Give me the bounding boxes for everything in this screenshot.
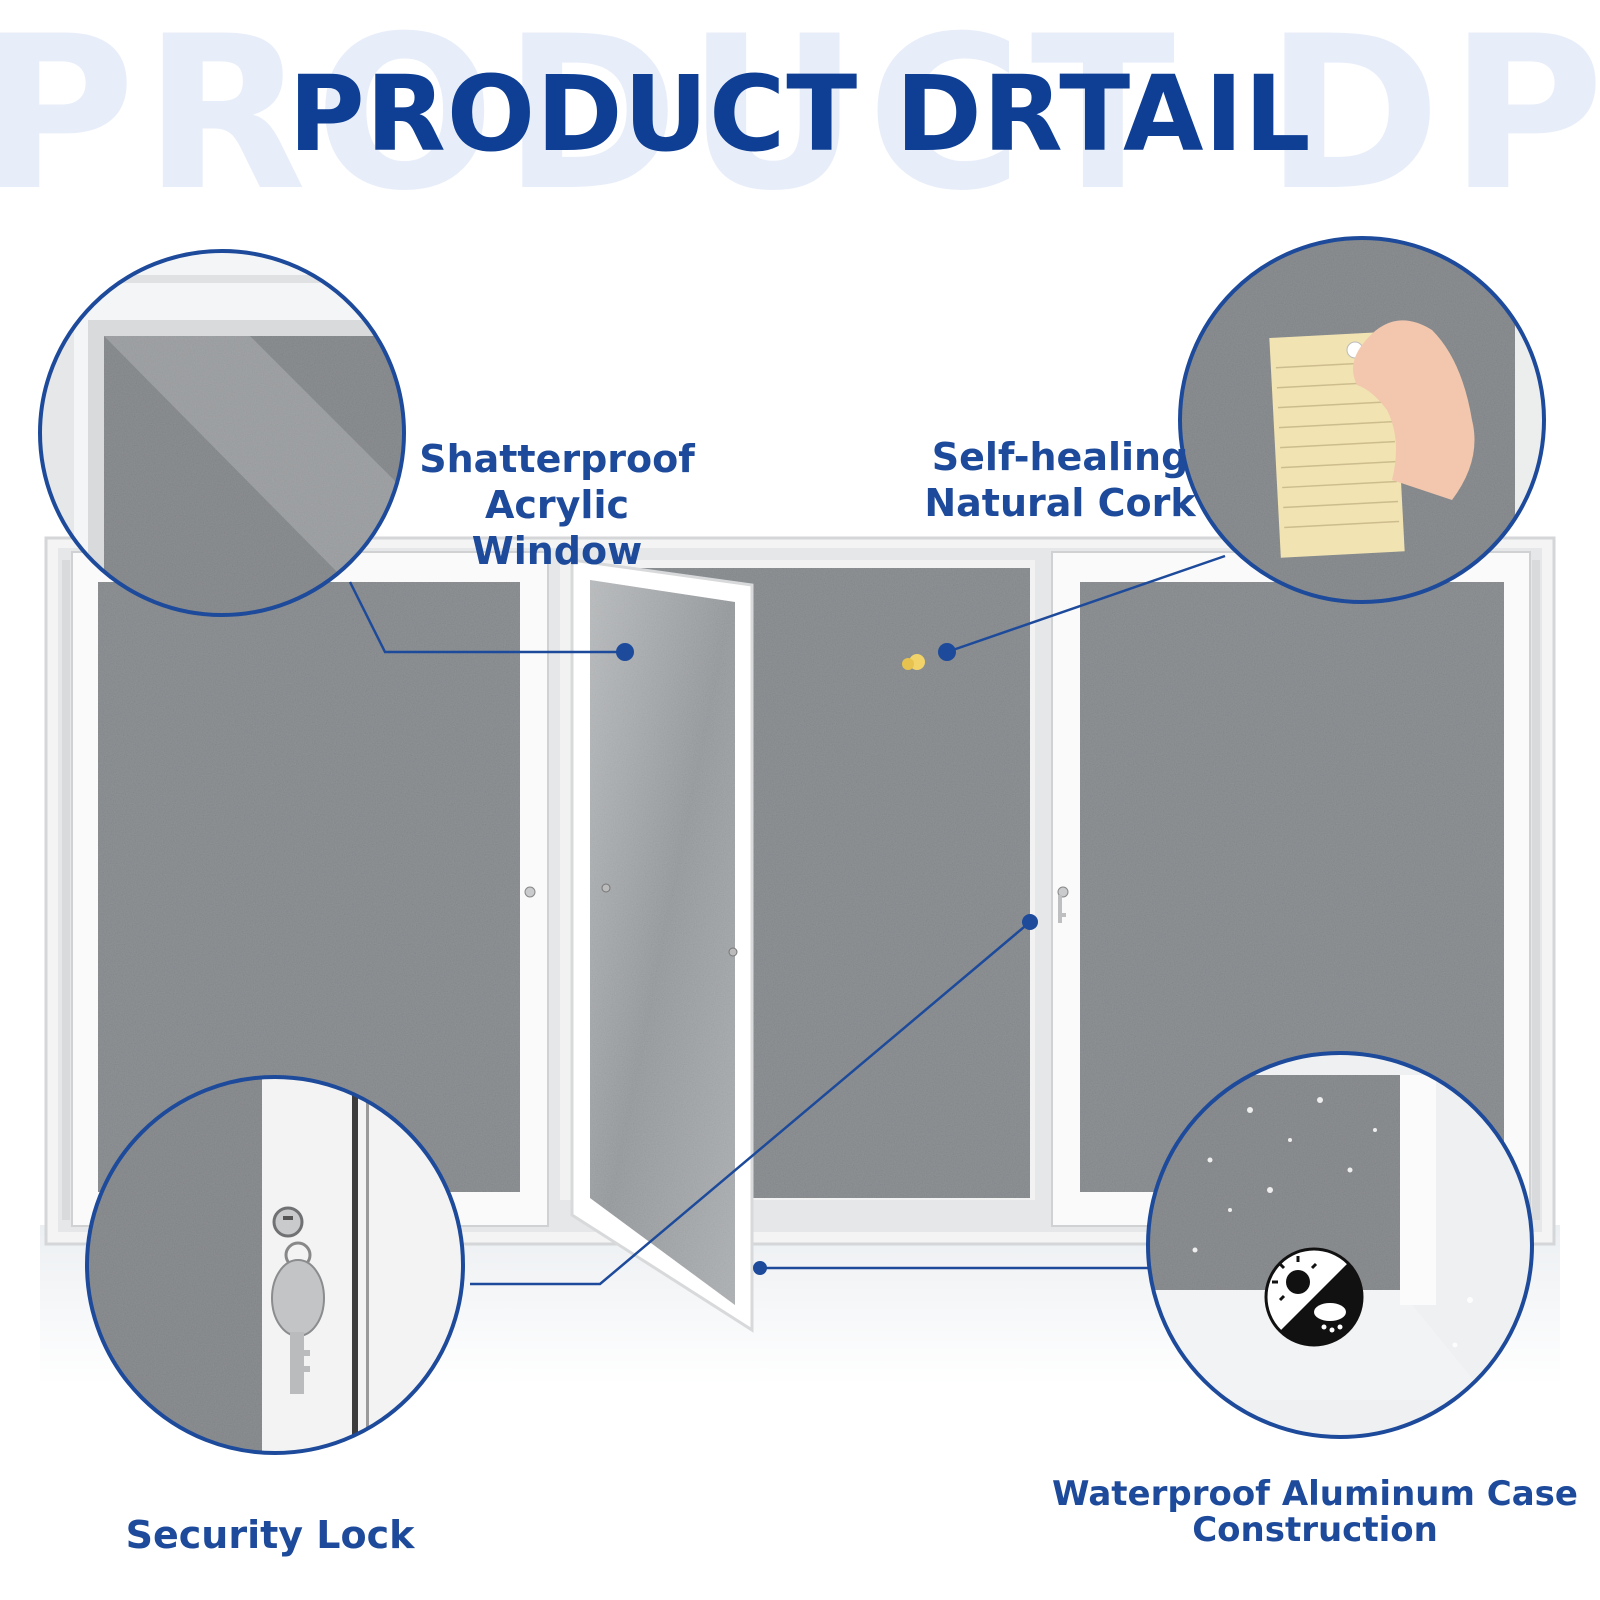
left-door-knob (524, 886, 536, 898)
label-waterproof: Waterproof Aluminum Case Construction (1052, 1476, 1578, 1548)
right-door-knob (1057, 886, 1069, 898)
label-waterproof-line1: Waterproof Aluminum Case (1052, 1474, 1578, 1514)
label-cork-line1: Self-healing (931, 435, 1189, 479)
label-shatterproof: Shatterproof Acrylic Window (398, 436, 716, 574)
zoom-waterproof-case (1146, 1051, 1534, 1439)
zoom-security-lock (85, 1075, 465, 1455)
label-cork-line2: Natural Cork (924, 481, 1196, 525)
page-title: PRODUCT DRTAIL (288, 53, 1312, 175)
background-watermark: PRODUCT DP (0, 0, 1600, 237)
label-cork: Self-healing Natural Cork (924, 434, 1196, 526)
label-shatterproof-line2: Acrylic Window (471, 483, 643, 573)
key-icon (1058, 895, 1066, 923)
label-security-lock: Security Lock (110, 1512, 430, 1558)
weather-icon (1264, 1247, 1364, 1347)
label-shatterproof-line1: Shatterproof (419, 437, 695, 481)
hand-illustration (1353, 320, 1475, 500)
label-waterproof-line2: Construction (1192, 1510, 1438, 1550)
callout-connectors (348, 554, 1226, 1286)
zoom-natural-cork (1178, 236, 1546, 604)
callout-dots (616, 643, 1038, 1275)
label-security-lock-line1: Security Lock (125, 1513, 415, 1557)
key-icon (271, 1259, 325, 1394)
lock-cylinder (272, 1206, 304, 1238)
